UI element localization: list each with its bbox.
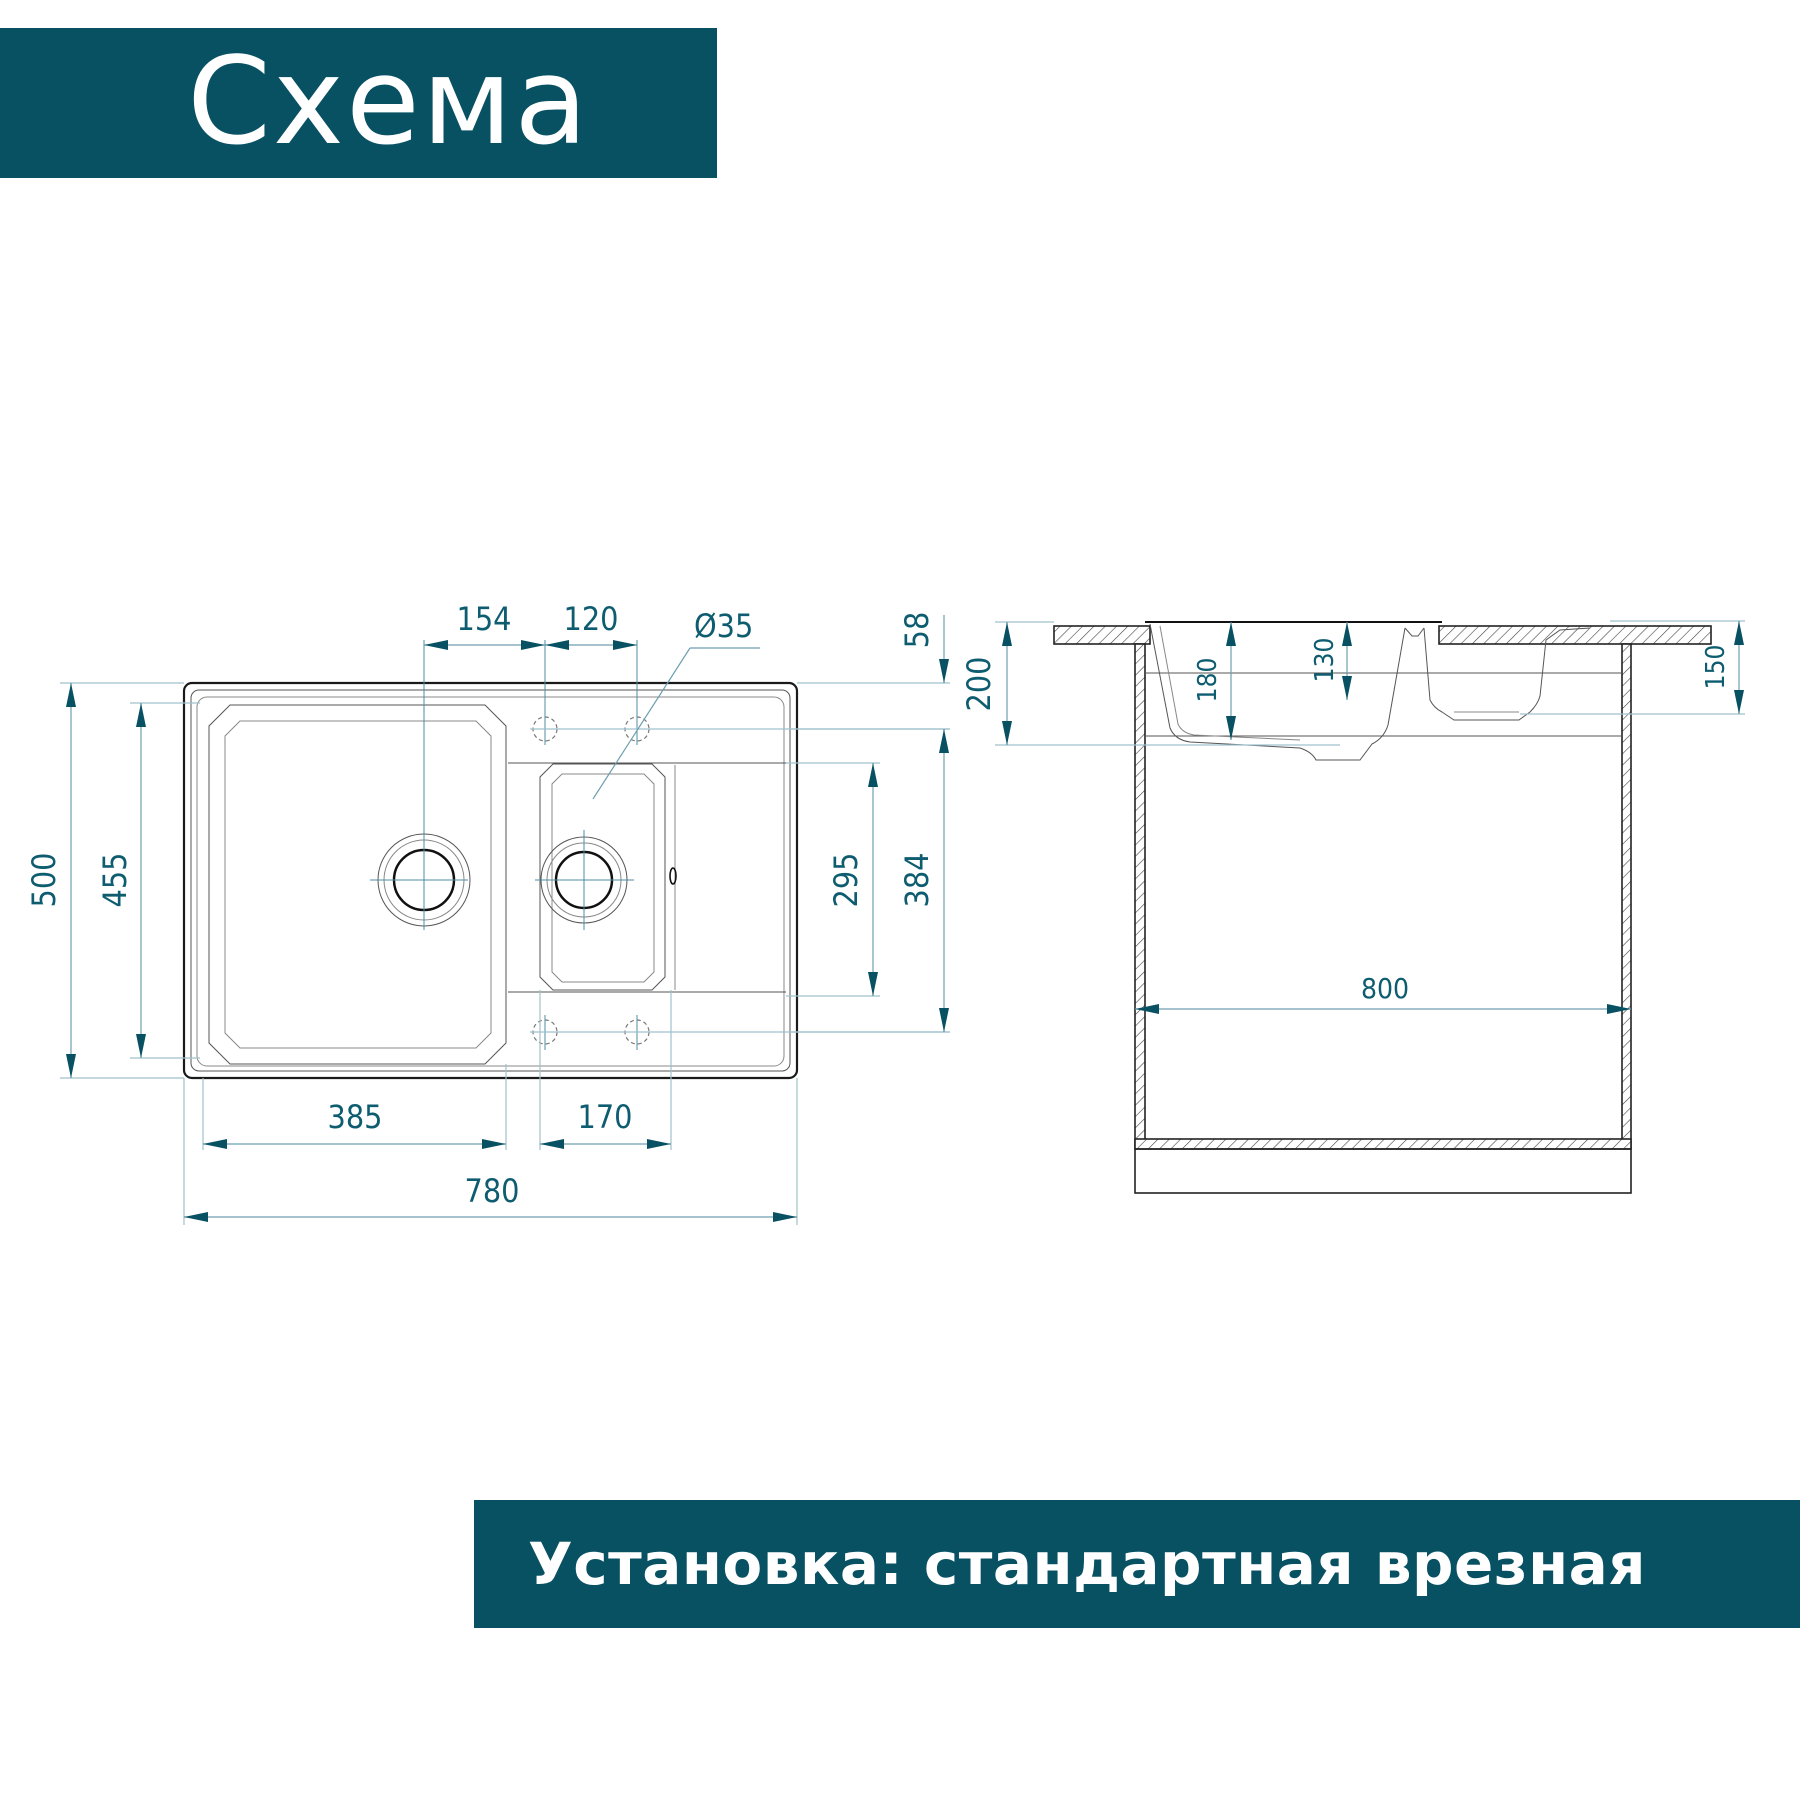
dim-inner-depth: 455 — [96, 853, 134, 908]
page-title: Схема — [187, 33, 590, 172]
installation-banner: Установка: стандартная врезная — [474, 1500, 1800, 1628]
dim-large-bowl-depth: 180 — [1193, 658, 1223, 703]
dim-faucet-spacing: 120 — [564, 600, 619, 638]
dim-total-width: 780 — [465, 1172, 520, 1210]
dim-drainboard-depth: 384 — [898, 853, 936, 908]
dim-overall-depth: 150 — [1701, 645, 1731, 690]
installation-label: Установка: стандартная врезная — [528, 1530, 1647, 1598]
dim-small-bowl-depth-section: 130 — [1310, 638, 1340, 683]
dim-total-depth: 500 — [25, 853, 63, 908]
dim-small-bowl-depth: 295 — [827, 853, 865, 908]
dim-faucet-offset: 154 — [457, 600, 512, 638]
sink-top-view — [182, 640, 950, 1080]
top-view-dimensions: 154 120 Ø35 500 455 58 384 295 — [25, 600, 950, 1225]
sink-section-view — [1053, 621, 1712, 1194]
section-view-dimensions: 200 180 130 150 800 — [960, 620, 1745, 1014]
dim-large-bowl-width: 385 — [328, 1098, 383, 1136]
title-banner: Схема — [0, 28, 717, 178]
dim-small-bowl-width: 170 — [578, 1098, 633, 1136]
dim-section-200: 200 — [960, 657, 998, 712]
dim-hole-diameter: Ø35 — [694, 607, 753, 645]
dim-cabinet-width: 800 — [1361, 972, 1409, 1005]
dim-hole-from-edge: 58 — [898, 612, 936, 649]
